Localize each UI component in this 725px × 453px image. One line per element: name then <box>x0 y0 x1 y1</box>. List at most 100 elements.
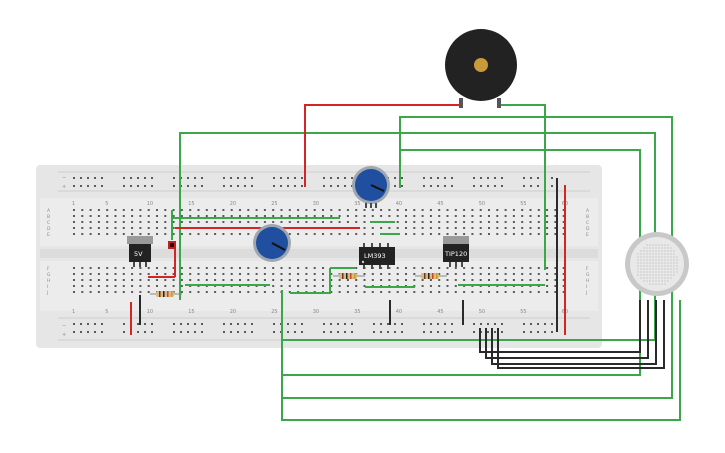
hole <box>156 233 158 235</box>
hole <box>388 273 391 275</box>
green-wire-3 <box>282 149 641 376</box>
hole <box>429 285 432 287</box>
mesh-dot <box>676 262 678 264</box>
mesh-dot <box>673 268 675 270</box>
mesh-dot <box>670 271 672 273</box>
mesh-dot <box>646 265 648 267</box>
mesh-dot <box>655 259 657 261</box>
hole <box>446 279 449 281</box>
mesh-dot <box>664 274 666 276</box>
rail-hole <box>73 331 75 333</box>
mesh-dot <box>649 268 651 270</box>
hole <box>89 291 92 293</box>
hole <box>454 209 457 211</box>
hole <box>205 215 208 217</box>
hole <box>114 221 117 223</box>
hole <box>429 209 432 211</box>
rail-hole <box>530 323 532 325</box>
hole <box>205 209 208 211</box>
rail-hole <box>223 185 225 187</box>
hole <box>496 291 499 293</box>
mesh-dot <box>649 253 651 255</box>
row-letter: J <box>585 290 587 296</box>
hole <box>89 227 92 229</box>
hole <box>438 285 441 287</box>
hole <box>537 267 540 269</box>
row-letter: D <box>47 226 51 232</box>
rail-hole <box>230 323 232 325</box>
rail-hole <box>137 323 139 325</box>
rail-hole <box>480 323 482 325</box>
hole <box>106 267 109 269</box>
hole <box>529 267 532 269</box>
hole <box>330 209 333 211</box>
hole <box>106 233 109 235</box>
hole <box>413 273 416 275</box>
hole <box>429 233 432 235</box>
hole <box>280 209 283 211</box>
mesh-dot <box>661 262 663 264</box>
rail-hole <box>444 185 446 187</box>
rail-hole <box>287 323 289 325</box>
rail-hole <box>323 177 325 179</box>
chip-pin <box>363 243 365 247</box>
rail-hole <box>230 331 232 333</box>
hole <box>496 215 499 217</box>
hole <box>363 273 366 275</box>
mesh-dot <box>673 253 675 255</box>
black-wires <box>139 178 665 369</box>
hole <box>139 221 142 223</box>
rail-hole <box>330 177 332 179</box>
rail-hole <box>287 185 289 187</box>
rail-hole <box>330 331 332 333</box>
hole <box>230 209 233 211</box>
column-number: 1 <box>72 309 75 315</box>
rail-hole <box>301 323 303 325</box>
mesh-dot <box>658 250 660 252</box>
hole <box>330 215 333 217</box>
hole <box>546 279 549 281</box>
hole <box>89 279 92 281</box>
hole <box>562 273 565 275</box>
hole <box>488 279 490 281</box>
rail-hole <box>430 323 432 325</box>
hole <box>330 279 333 281</box>
rail-hole <box>151 185 153 187</box>
mesh-dot <box>676 268 678 270</box>
black-wire-8 <box>497 300 665 369</box>
rail-hole <box>530 177 532 179</box>
hole <box>363 227 366 229</box>
rail-hole <box>187 185 189 187</box>
hole <box>396 267 399 269</box>
hole <box>504 221 507 223</box>
rail-hole <box>137 177 139 179</box>
hole <box>172 227 175 229</box>
hole <box>562 221 565 223</box>
hole <box>214 279 217 281</box>
green-wires <box>171 104 681 421</box>
hole <box>97 215 100 217</box>
hole <box>305 279 308 281</box>
hole <box>97 267 100 269</box>
rail-hole <box>173 323 175 325</box>
hole <box>263 267 266 269</box>
rail-hole <box>501 185 503 187</box>
rail-hole <box>173 177 175 179</box>
hole <box>114 291 117 293</box>
hole <box>355 279 358 281</box>
column-number: 15 <box>188 201 194 207</box>
hole <box>313 285 316 287</box>
hole <box>247 215 250 217</box>
hole <box>380 227 383 229</box>
row-letter: E <box>47 232 50 238</box>
rail-hole <box>444 177 446 179</box>
hole <box>371 273 374 275</box>
hole <box>205 279 208 281</box>
rail-hole <box>373 331 375 333</box>
gas-sensor-icon <box>625 232 689 296</box>
mesh-dot <box>658 244 660 246</box>
rail-hole <box>123 331 125 333</box>
hole <box>512 233 515 235</box>
hole <box>131 279 134 281</box>
hole <box>106 221 109 223</box>
